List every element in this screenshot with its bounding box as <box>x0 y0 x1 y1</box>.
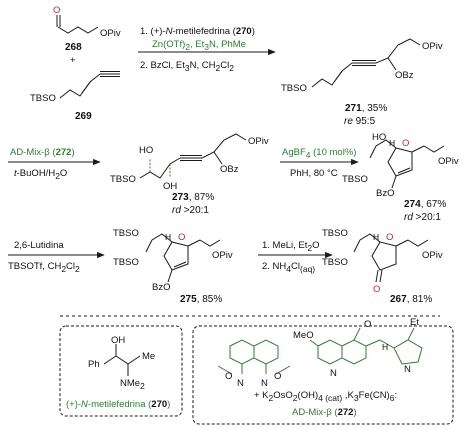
structure-269: TBSO 269 <box>30 71 120 122</box>
ho-274: HO <box>372 132 386 143</box>
o-275: O <box>178 232 185 243</box>
tbso-271: TBSO <box>281 83 307 94</box>
structure-274: HO H O TBSO BzO OPiv 274, 67% rd >20:1 <box>342 132 459 223</box>
step3-conditions: PhH, 80 °C <box>290 168 338 179</box>
obz-271: OBz <box>395 70 414 81</box>
step2-reagent: AD-Mix-β (272) <box>10 147 75 158</box>
o-cinchona: O <box>364 319 371 330</box>
plus-sign: + <box>70 55 76 66</box>
bzo-274: BzO <box>376 188 394 199</box>
tbso-275-bottom: TBSO <box>113 257 139 268</box>
structure-268: O OPiv 268 <box>53 5 121 53</box>
step1-reagent-2: Zn(OTf)2, Et3N, PhMe <box>152 39 246 52</box>
opiv-273: OPiv <box>248 136 269 147</box>
opiv-267: OPiv <box>422 250 443 261</box>
label-273: 273, 87% <box>172 192 214 203</box>
opiv-268: OPiv <box>100 28 121 39</box>
selectivity-273: rd >20:1 <box>172 205 209 216</box>
h-267: H <box>373 232 379 242</box>
structure-271: TBSO OBz OPiv 271, 35% re 95:5 <box>281 38 443 127</box>
h-274: H <box>389 138 395 148</box>
tbso-275-top: TBSO <box>113 228 139 239</box>
label-271: 271, 35% <box>345 103 387 114</box>
oh-270: OH <box>111 335 125 346</box>
caption-272: AD-Mix-β (272) <box>292 407 357 418</box>
step1-reagent-3: 2. BzCl, Et3N, CH2Cl2 <box>140 60 234 73</box>
n2-phthalazine: N <box>261 378 268 389</box>
o-right-phthalazine: O <box>274 371 281 382</box>
o-274: O <box>402 138 409 149</box>
tbso-274: TBSO <box>342 174 368 185</box>
obz-273: OBz <box>220 164 239 175</box>
tbso-267-bottom: TBSO <box>322 257 348 268</box>
step2-solvent: t-BuOH/H2O <box>14 168 67 181</box>
structure-273: HO OH TBSO OBz OPiv 273, 87% rd >20:1 <box>110 133 269 216</box>
ph-270: Ph <box>88 359 100 370</box>
step4-reagent: 2,6-Lutidina <box>14 240 64 251</box>
me-270: Me <box>142 351 155 362</box>
selectivity-271: re 95:5 <box>344 116 376 127</box>
label-275: 275, 85% <box>180 294 222 305</box>
oxygen-268: O <box>53 5 60 16</box>
structure-275: TBSO TBSO H O BzO OPiv 275, 85% <box>113 228 233 305</box>
ad-mix-formula: + K2OsO2(OH)4 (cat) ,K3Fe(CN)6: <box>254 390 397 403</box>
h-275: H <box>165 232 171 242</box>
nme2-270: NMe2 <box>120 378 145 391</box>
tbso-273: TBSO <box>110 174 136 185</box>
step4-conditions: TBSOTf, CH2Cl2 <box>8 261 80 274</box>
label-267: 267, 81% <box>390 294 432 305</box>
step5-reagent-2: 2. NH4Cl(aq) <box>262 261 315 274</box>
tbso-267-top: TBSO <box>322 228 348 239</box>
structure-phthalazine: O O N N <box>217 339 291 389</box>
box-ad-mix-beta <box>192 325 454 425</box>
ome-quinoline: MeO <box>293 330 314 341</box>
h-cinchona: H <box>382 342 388 352</box>
structure-270: OH Ph Me NMe2 <box>88 335 155 391</box>
ho-273: HO <box>139 145 153 156</box>
caption-270: (+)-N-metilefedrina (270) <box>66 399 170 410</box>
structure-267: TBSO TBSO H O O OPiv 267, 81% <box>322 228 443 305</box>
selectivity-274: rd >20:1 <box>404 212 441 223</box>
tbso-269: TBSO <box>30 93 56 104</box>
oh-273: OH <box>163 181 177 192</box>
step1-reagent-1: 1. (+)-N-metilefedrina (270) <box>140 26 255 37</box>
o-left-phthalazine: O <box>225 371 232 382</box>
n-quinoline: N <box>330 368 337 379</box>
opiv-271: OPiv <box>422 41 443 52</box>
et-cinchona: Et <box>410 317 419 328</box>
label-274: 274, 67% <box>404 199 446 210</box>
label-269: 269 <box>75 111 92 122</box>
step3-reagent: AgBF4 (10 mol%) <box>282 147 356 160</box>
opiv-275: OPiv <box>212 250 233 261</box>
o-ring-267: O <box>386 232 393 243</box>
o-ketone-267: O <box>373 284 380 295</box>
n1-phthalazine: N <box>237 378 244 389</box>
label-268: 268 <box>65 42 82 53</box>
bzo-275: BzO <box>152 282 170 293</box>
step5-reagent-1: 1. MeLi, Et2O <box>262 240 320 253</box>
opiv-274: OPiv <box>438 156 459 167</box>
box-metilefedrina <box>59 325 183 417</box>
structure-quinine-ligand: MeO O N H N Et <box>293 317 423 379</box>
n-quinuclidine: N <box>404 364 411 375</box>
